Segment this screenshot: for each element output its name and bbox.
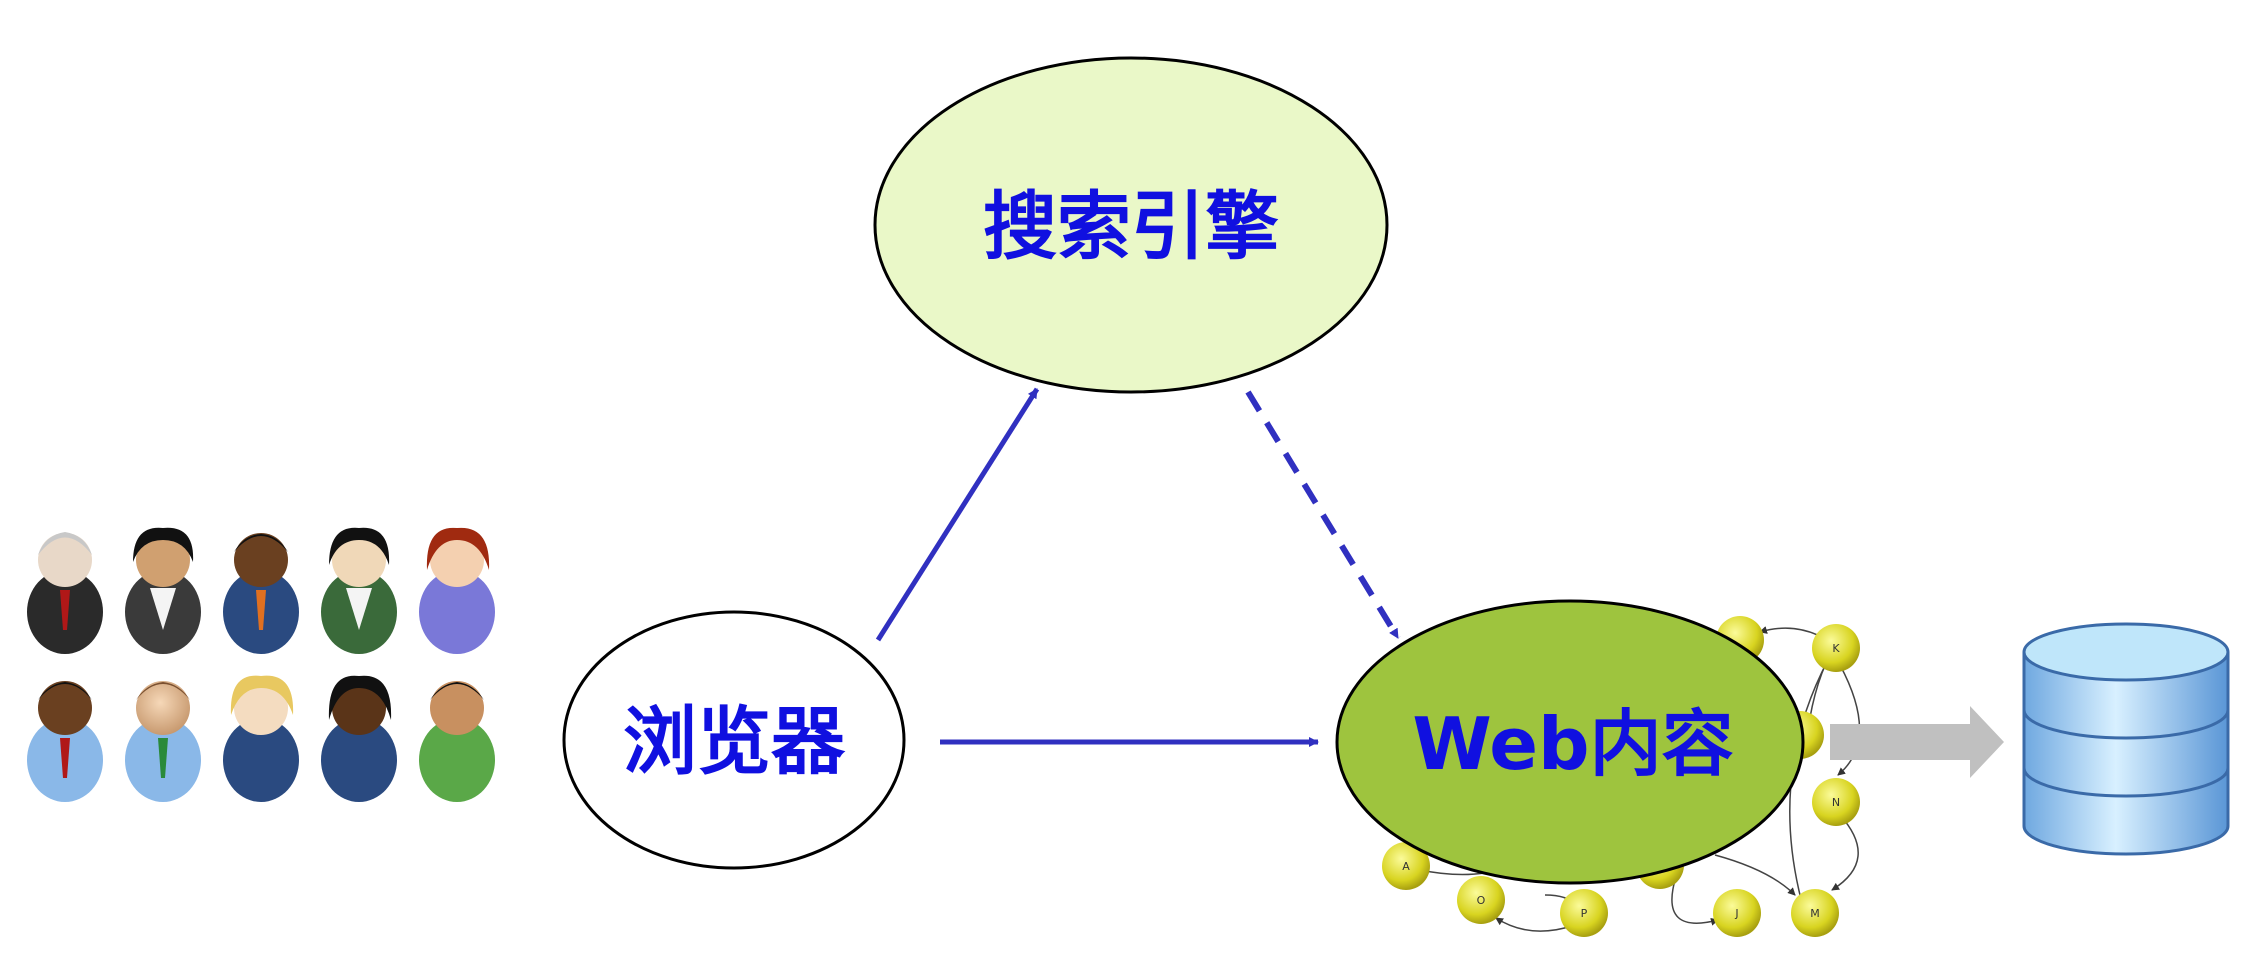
- web-content-node: Web内容: [1335, 599, 1805, 885]
- graph-node-label: J: [1734, 907, 1738, 920]
- graph-node-label: K: [1832, 642, 1840, 655]
- graph-node-label: M: [1810, 907, 1820, 920]
- user-avatar-icon: [223, 533, 299, 654]
- user-avatar-icon: [27, 681, 103, 802]
- graph-node-label: O: [1477, 894, 1486, 907]
- user-avatar-icon: [223, 675, 299, 802]
- graph-node: M: [1791, 889, 1839, 937]
- user-avatar-icon: [125, 527, 201, 654]
- graph-node-label: A: [1402, 860, 1410, 873]
- user-avatar-icon: [419, 527, 495, 654]
- right-arrow-icon: [1830, 706, 2004, 778]
- arrow-browser-to-search-engine: [875, 387, 1040, 642]
- graph-node-label: N: [1832, 796, 1840, 809]
- browser-label: 浏览器: [623, 699, 846, 785]
- graph-node: J: [1713, 889, 1761, 937]
- graph-node: O: [1457, 876, 1505, 924]
- web-content-label: Web内容: [1412, 702, 1733, 786]
- search-engine-node: 搜索引擎: [873, 56, 1389, 394]
- graph-node: K: [1812, 624, 1860, 672]
- search-engine-label: 搜索引擎: [983, 184, 1279, 270]
- arrow-search-engine-to-web-dashed: [1245, 390, 1401, 640]
- graph-node: N: [1812, 778, 1860, 826]
- graph-node: A: [1382, 842, 1430, 890]
- user-avatar-icon: [419, 681, 495, 802]
- browser-node: 浏览器: [562, 610, 906, 870]
- user-avatar-icon: [321, 675, 397, 802]
- user-avatar-icon: [27, 532, 103, 654]
- graph-node: P: [1560, 889, 1608, 937]
- graph-node-label: P: [1581, 907, 1588, 920]
- users-group: [27, 527, 495, 802]
- user-avatar-icon: [321, 527, 397, 654]
- user-avatar-icon: [125, 681, 201, 802]
- database-icon: [2022, 622, 2230, 856]
